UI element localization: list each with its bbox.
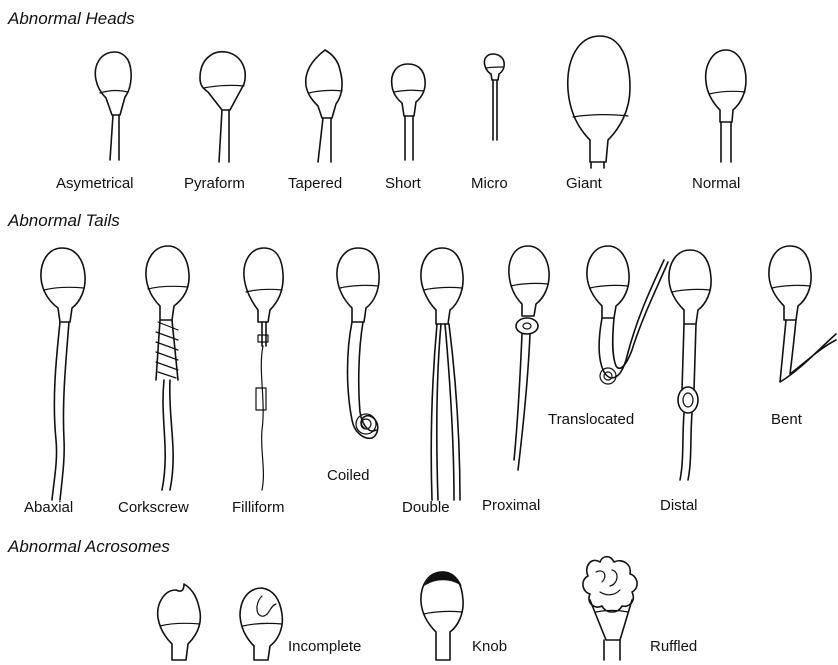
sperm-acrosome-knob xyxy=(421,572,463,660)
label-incomplete: Incomplete xyxy=(288,638,361,655)
sperm-proximal xyxy=(509,246,549,470)
label-coiled: Coiled xyxy=(327,467,370,484)
sperm-acrosome-ruffled xyxy=(583,557,637,660)
sperm-double xyxy=(421,248,463,500)
label-double: Double xyxy=(402,499,450,516)
sperm-abaxial xyxy=(41,248,85,500)
sperm-corkscrew xyxy=(146,246,189,490)
section-title-abnormal-tails: Abnormal Tails xyxy=(7,211,120,230)
label-proximal: Proximal xyxy=(482,497,540,514)
label-ruffled: Ruffled xyxy=(650,638,697,655)
label-corkscrew: Corkscrew xyxy=(118,499,189,516)
sperm-filliform xyxy=(244,248,283,490)
label-bent: Bent xyxy=(771,411,803,428)
sperm-normal xyxy=(706,50,746,162)
sperm-micro xyxy=(484,54,504,140)
section-title-abnormal-acrosomes: Abnormal Acrosomes xyxy=(7,537,170,556)
label-short: Short xyxy=(385,175,422,192)
sperm-short xyxy=(392,64,426,160)
label-abaxial: Abaxial xyxy=(24,499,73,516)
label-giant: Giant xyxy=(566,175,603,192)
sperm-distal xyxy=(669,250,711,480)
label-pyraform: Pyraform xyxy=(184,175,245,192)
sperm-pyraform xyxy=(200,52,245,162)
sperm-translocated xyxy=(587,246,668,384)
sperm-bent xyxy=(769,246,836,382)
sperm-asymetrical xyxy=(95,52,131,160)
label-knob: Knob xyxy=(472,638,507,655)
sperm-acrosome-incomplete-1 xyxy=(158,584,201,660)
label-micro: Micro xyxy=(471,175,508,192)
sperm-giant xyxy=(568,36,630,168)
label-asymetrical: Asymetrical xyxy=(56,175,134,192)
label-translocated: Translocated xyxy=(548,411,634,428)
sperm-acrosome-incomplete-2 xyxy=(240,588,282,660)
label-filliform: Filliform xyxy=(232,499,285,516)
sperm-tapered xyxy=(306,50,342,162)
sperm-coiled xyxy=(337,248,379,438)
section-title-abnormal-heads: Abnormal Heads xyxy=(7,9,135,28)
label-tapered: Tapered xyxy=(288,175,342,192)
label-distal: Distal xyxy=(660,497,698,514)
label-normal: Normal xyxy=(692,175,740,192)
